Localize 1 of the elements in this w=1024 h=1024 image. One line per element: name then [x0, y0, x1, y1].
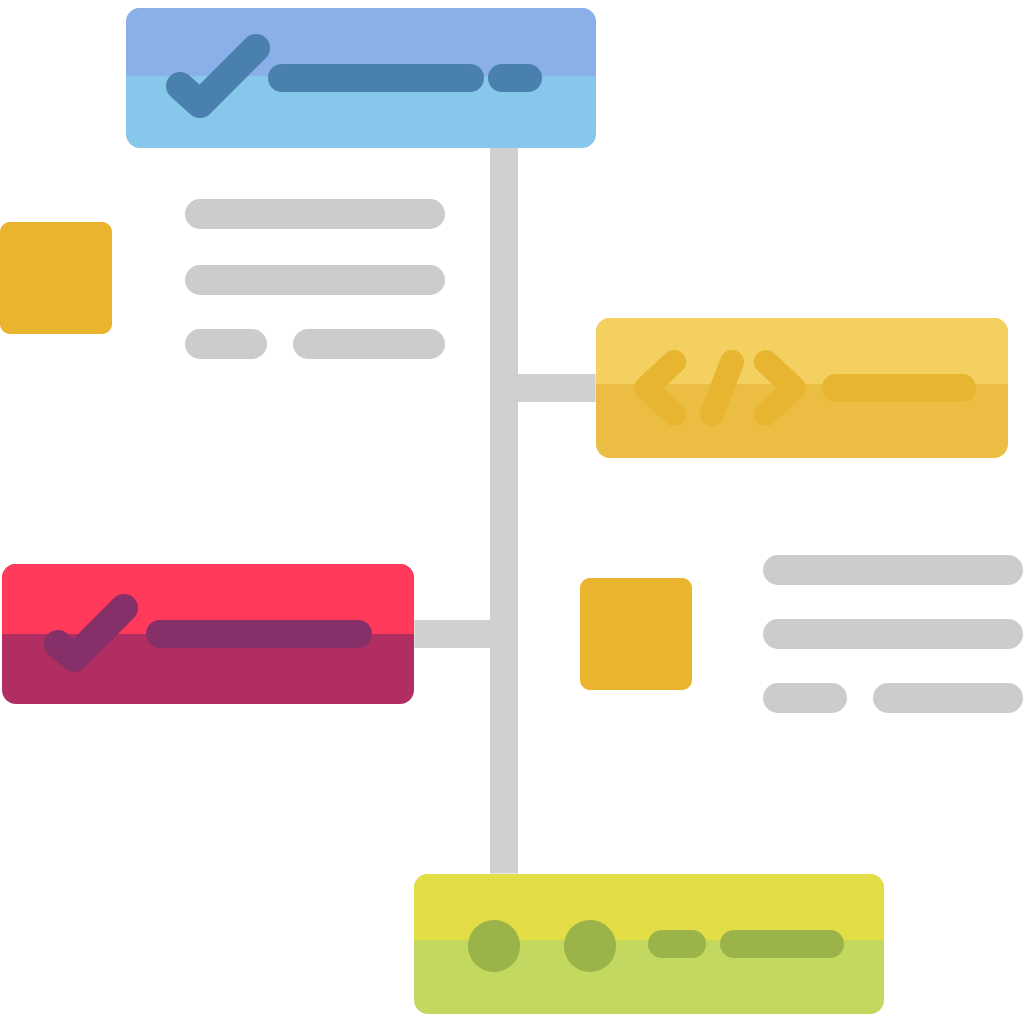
connector-line [490, 148, 518, 874]
